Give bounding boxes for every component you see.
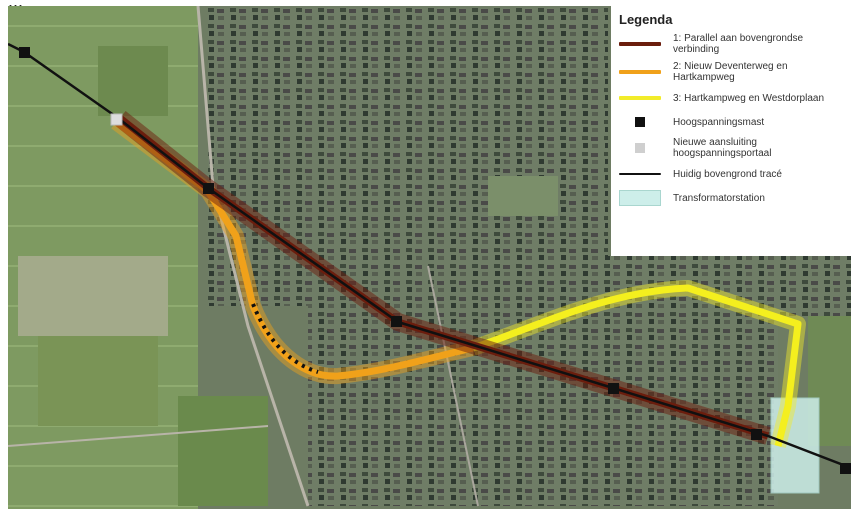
existing-overhead-line[interactable] bbox=[8, 42, 851, 470]
residential-area bbox=[208, 6, 608, 306]
road bbox=[8, 425, 269, 447]
residential-area bbox=[308, 306, 778, 506]
legend-label: Huidig bovengrond tracé bbox=[673, 168, 782, 180]
mast-icon[interactable] bbox=[751, 429, 762, 440]
legend-item-route-2: 2: Nieuw Deventerweg en Hartkampweg bbox=[619, 61, 843, 83]
route-2-dashed-section bbox=[251, 303, 319, 374]
mast-icon[interactable] bbox=[840, 463, 851, 474]
legend-item-existing-line: Huidig bovengrond tracé bbox=[619, 165, 843, 183]
legend-label: 2: Nieuw Deventerweg en Hartkampweg bbox=[673, 61, 788, 83]
legend-item-mast: Hoogspanningsmast bbox=[619, 113, 843, 131]
mast-icon[interactable] bbox=[608, 383, 619, 394]
green-patch bbox=[488, 176, 558, 216]
route-1-swatch-icon bbox=[619, 35, 661, 53]
legend-label: Transformatorstation bbox=[673, 192, 765, 204]
portal-swatch-icon bbox=[619, 139, 661, 157]
legend-label: Hoogspanningsmast bbox=[673, 116, 765, 128]
field-plot bbox=[38, 336, 158, 426]
existing-line-swatch-icon bbox=[619, 165, 661, 183]
mast-swatch-icon bbox=[619, 113, 661, 131]
field-plot bbox=[98, 46, 168, 116]
road bbox=[196, 6, 310, 507]
legend-item-portal: Nieuwe aansluiting hoogspanningsportaal bbox=[619, 137, 843, 159]
legend-label: 3: Hartkampweg en Westdorplaan bbox=[673, 92, 825, 104]
route-3-swatch-icon bbox=[619, 89, 661, 107]
transformer-swatch-icon bbox=[619, 189, 661, 207]
road bbox=[427, 265, 479, 507]
legend-item-transformer: Transformatorstation bbox=[619, 189, 843, 207]
map-legend: Legenda 1: Parallel aan bovengrondse ver… bbox=[611, 6, 851, 256]
legend-item-route-3: 3: Hartkampweg en Westdorplaan bbox=[619, 89, 843, 107]
field-plot bbox=[18, 256, 168, 336]
legend-item-route-1: 1: Parallel aan bovengrondse verbinding bbox=[619, 33, 843, 55]
field-plot bbox=[178, 396, 268, 506]
route-2-swatch-icon bbox=[619, 63, 661, 81]
figure-caption: ... bbox=[8, 0, 24, 11]
legend-label: Nieuwe aansluiting hoogspanningsportaal bbox=[673, 137, 772, 159]
route-3-core bbox=[471, 284, 802, 447]
residential-area bbox=[608, 256, 851, 316]
legend-label: 1: Parallel aan bovengrondse verbinding bbox=[673, 33, 804, 55]
portal-icon[interactable] bbox=[110, 113, 123, 126]
legend-title: Legenda bbox=[619, 12, 673, 27]
mast-icon[interactable] bbox=[203, 183, 214, 194]
mast-icon[interactable] bbox=[19, 47, 30, 58]
mast-icon[interactable] bbox=[391, 316, 402, 327]
